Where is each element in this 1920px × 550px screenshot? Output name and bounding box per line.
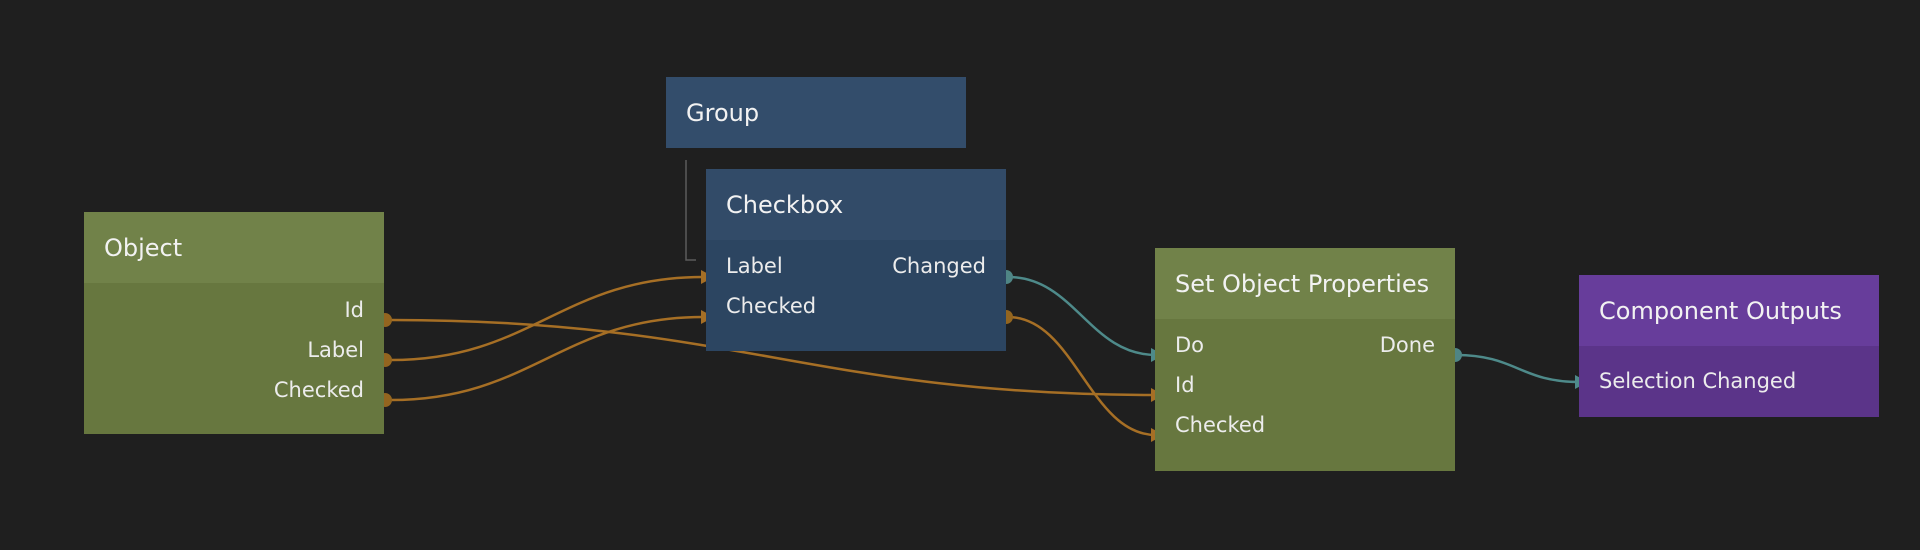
set-object-properties-output-done-port[interactable]: Done: [1379, 333, 1435, 357]
set-object-properties-node[interactable]: Set Object Properties Do Id Checked Done: [1155, 248, 1455, 471]
object-output-label-port[interactable]: Label: [307, 338, 364, 362]
component-outputs-node-header[interactable]: Component Outputs: [1579, 275, 1879, 346]
group-child-line: [685, 160, 696, 261]
object-node-title: Object: [104, 233, 183, 262]
component-outputs-input-selection-changed-port[interactable]: Selection Changed: [1599, 369, 1797, 393]
wire-object-label-to-checkbox-label: [390, 275, 704, 362]
set-object-properties-input-id-port[interactable]: Id: [1175, 373, 1195, 397]
checkbox-node-ports: Label Checked Changed: [706, 240, 1006, 351]
object-output-checked-port[interactable]: Checked: [273, 378, 364, 402]
checkbox-node-header[interactable]: Checkbox: [706, 169, 1006, 240]
component-outputs-node-title: Component Outputs: [1599, 296, 1842, 325]
component-outputs-node[interactable]: Component Outputs Selection Changed: [1579, 275, 1879, 417]
wire-checkbox-changed-to-setprops-do: [1007, 275, 1157, 357]
wire-setprops-done-to-outputs-selection: [1455, 353, 1581, 384]
object-node-header[interactable]: Object: [84, 212, 384, 283]
object-node[interactable]: Object Id Label Checked: [84, 212, 384, 434]
checkbox-output-changed-port[interactable]: Changed: [892, 254, 986, 278]
checkbox-input-label-port[interactable]: Label: [726, 254, 783, 278]
set-object-properties-node-ports: Do Id Checked Done: [1155, 319, 1455, 471]
checkbox-node[interactable]: Checkbox Label Checked Changed: [706, 169, 1006, 351]
set-object-properties-input-do-port[interactable]: Do: [1175, 333, 1205, 357]
object-node-ports: Id Label Checked: [84, 283, 384, 434]
checkbox-input-checked-port[interactable]: Checked: [726, 294, 817, 318]
checkbox-node-title: Checkbox: [726, 190, 844, 219]
wire-checkbox-checked-to-setprops-checked: [1007, 315, 1157, 437]
group-node-header[interactable]: Group: [666, 77, 966, 148]
wire-object-checked-to-checkbox-checked: [390, 315, 704, 402]
object-output-id-port[interactable]: Id: [344, 298, 364, 322]
group-node[interactable]: Group: [666, 77, 966, 148]
set-object-properties-input-checked-port[interactable]: Checked: [1175, 413, 1266, 437]
set-object-properties-node-header[interactable]: Set Object Properties: [1155, 248, 1455, 319]
component-outputs-node-ports: Selection Changed: [1579, 346, 1879, 417]
set-object-properties-node-title: Set Object Properties: [1175, 269, 1430, 298]
group-node-title: Group: [686, 98, 760, 127]
